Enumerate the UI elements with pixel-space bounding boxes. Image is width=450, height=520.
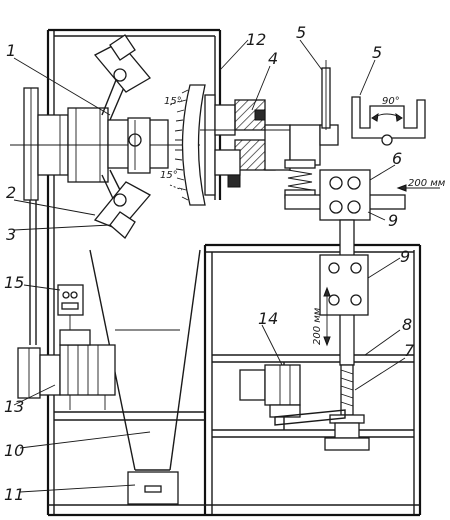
- callout-11: 11: [4, 485, 24, 504]
- tool-holder-rotated: [351, 96, 426, 146]
- rotor-disk: [127, 117, 151, 174]
- machine-frame: [46, 28, 422, 517]
- callout-9-lower: 9: [400, 247, 410, 266]
- callout-6: 6: [392, 149, 402, 168]
- servo-motor: [239, 364, 346, 426]
- lead-screw: [324, 364, 370, 451]
- tool-holder-side: [289, 60, 339, 166]
- callout-8: 8: [402, 315, 412, 334]
- callout-10: 10: [4, 441, 24, 460]
- horizontal-travel-label: 200 мм: [408, 178, 446, 189]
- cutting-wheel: [169, 84, 216, 206]
- angle-bottom-label: 15°: [160, 170, 178, 181]
- cross-slide: [284, 169, 440, 221]
- gripper-arm-upper: [93, 34, 151, 121]
- spindle-assembly: [200, 99, 310, 188]
- callout-labels: 1 2 3 4 5 5 6 7 8 9 9 10 11 12 13 14 15: [4, 23, 415, 504]
- callout-9-upper: 9: [388, 211, 398, 230]
- callout-12: 12: [246, 30, 266, 49]
- control-box: [57, 284, 84, 330]
- rotation-angle-label: 90°: [382, 96, 400, 107]
- angle-top-label: 15°: [164, 96, 182, 107]
- callout-14: 14: [258, 309, 278, 328]
- dimension-annotations: 15° 15° 90° 200 мм 200 мм: [160, 96, 446, 345]
- callout-5-side: 5: [296, 23, 306, 42]
- gripper-arm-lower: [93, 169, 152, 239]
- callout-15: 15: [4, 273, 24, 292]
- callout-13: 13: [4, 397, 24, 416]
- callout-3: 3: [6, 225, 16, 244]
- spring: [284, 159, 316, 199]
- drive-belt: [29, 200, 37, 345]
- collector-box: [127, 471, 179, 505]
- callout-1: 1: [6, 41, 16, 60]
- vertical-travel-label: 200 мм: [312, 307, 323, 345]
- vertical-column: [319, 219, 369, 366]
- callout-4: 4: [268, 49, 278, 68]
- callout-5-rotated: 5: [372, 43, 382, 62]
- leader-lines: [13, 39, 406, 493]
- callout-2: 2: [6, 183, 16, 202]
- main-motor: [17, 329, 116, 410]
- callout-7: 7: [404, 341, 415, 360]
